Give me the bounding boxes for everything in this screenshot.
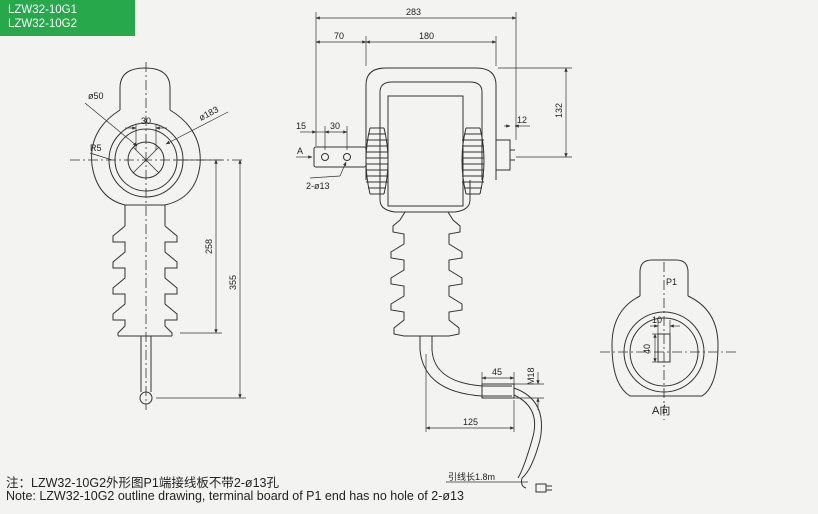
- dim-m18: M18: [526, 367, 536, 385]
- a-view-labels: P1 10 40 A向: [642, 277, 677, 417]
- dim-30-front: 30: [141, 116, 151, 126]
- dim-40: 40: [642, 344, 652, 354]
- front-outer-ring: [91, 109, 201, 206]
- a-view-loop: [639, 259, 689, 296]
- front-insulator-sheds: [112, 225, 178, 337]
- a-view-title: A向: [652, 403, 670, 417]
- front-view-labels: ø50 30 ø183 R5 258 355: [88, 91, 238, 290]
- dim-r5: R5: [90, 143, 102, 153]
- dim-70: 70: [334, 31, 344, 41]
- dim-132: 132: [554, 103, 564, 118]
- dim-phi183: ø183: [197, 104, 220, 122]
- side-right-ribs: [462, 127, 484, 195]
- front-view: [70, 62, 245, 410]
- terminal-hole-2: [343, 153, 351, 161]
- terminal-hole-1: [321, 153, 329, 161]
- dim-10: 10: [652, 315, 662, 325]
- a-view: [600, 259, 738, 420]
- a-view-dimensions: [650, 320, 680, 363]
- dim-125: 125: [463, 417, 478, 427]
- view-arrow-a: A: [297, 146, 303, 156]
- dim-30-side: 30: [330, 121, 340, 131]
- side-terminal-loop: [365, 67, 497, 180]
- cable-gland: [481, 383, 515, 399]
- dim-45: 45: [492, 367, 502, 377]
- note-english: Note: LZW32-10G2 outline drawing, termin…: [6, 489, 464, 503]
- dim-355: 355: [228, 275, 238, 290]
- dim-12: 12: [517, 115, 527, 125]
- side-body: [387, 95, 464, 207]
- note-chinese: 注：LZW32-10G2外形图P1端接线板不带2-ø13孔: [6, 476, 279, 490]
- model-name-g2: LZW32-10G2: [8, 18, 78, 30]
- side-view-labels: 283 70 180 15 30 12 132 A 2-ø13 45 M18 1…: [296, 7, 564, 482]
- dim-15: 15: [296, 121, 306, 131]
- front-terminal-loop: [119, 67, 171, 110]
- dim-phi50: ø50: [88, 91, 104, 101]
- lead-length-label: 引线长1.8m: [448, 471, 495, 482]
- dim-258: 258: [204, 239, 214, 254]
- dim-2-phi13: 2-ø13: [306, 181, 330, 191]
- dim-180: 180: [419, 31, 434, 41]
- side-view-dimensions: [296, 12, 572, 483]
- side-left-ribs: [366, 127, 388, 195]
- side-view: [313, 67, 552, 493]
- terminal-bolt: [495, 139, 511, 171]
- model-badge: LZW32-10G1 LZW32-10G2: [0, 0, 135, 36]
- dim-283: 283: [406, 7, 421, 17]
- front-view-dimensions: [84, 102, 246, 399]
- side-insulator-sheds: [390, 211, 463, 337]
- connector-plug: [535, 483, 547, 493]
- label-p1: P1: [666, 277, 677, 287]
- model-name-g1: LZW32-10G1: [8, 4, 78, 16]
- a-view-outer-ring: [611, 295, 719, 397]
